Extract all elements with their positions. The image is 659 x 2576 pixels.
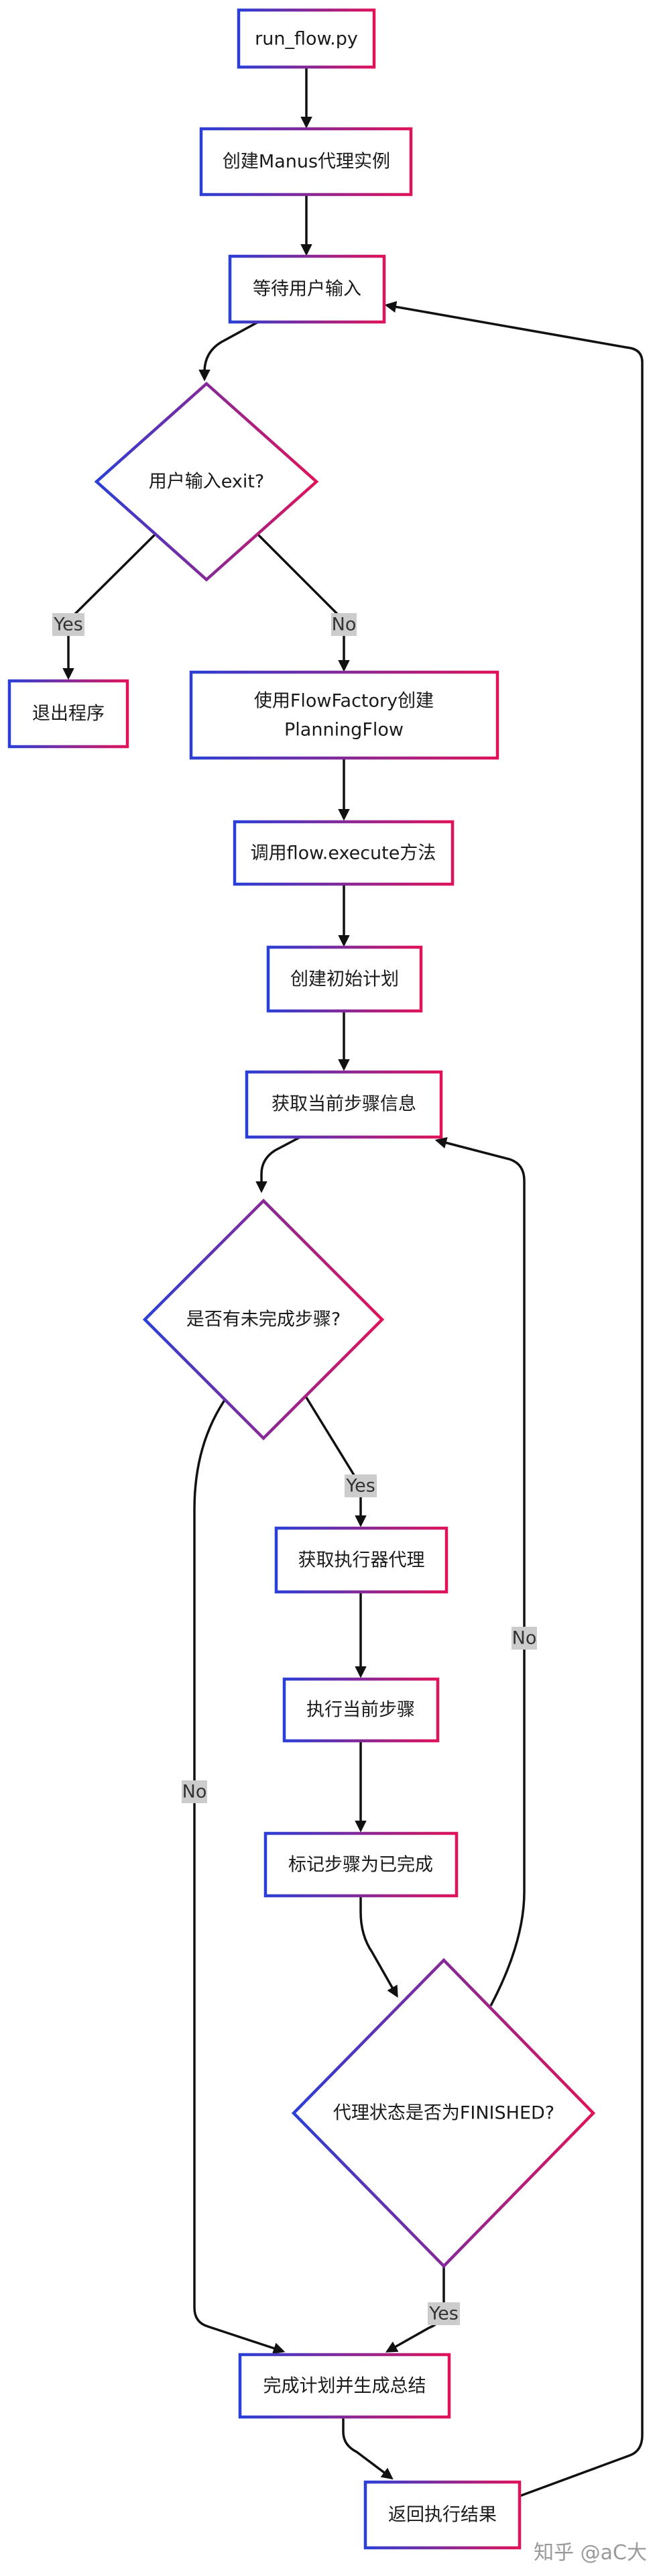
node-create-flow-label-line1: 使用FlowFactory创建 xyxy=(254,691,434,712)
edge-finished-check-to-get-step xyxy=(434,1137,526,2006)
node-create-flow-label-line2: PlanningFlow xyxy=(284,720,404,741)
edge-steps-check-to-get-executor xyxy=(304,1395,367,1527)
node-wait-input[interactable]: 等待用户输入 xyxy=(228,254,386,324)
node-get-executor-label: 获取执行器代理 xyxy=(298,1550,425,1571)
edge-label-exit-yes-text: Yes xyxy=(53,614,83,635)
edge-label-finished-no: No xyxy=(512,1627,537,1650)
edge-finish-plan-to-return-result xyxy=(342,2417,394,2480)
edge-label-steps-yes: Yes xyxy=(345,1474,377,1497)
node-run-flow[interactable]: run_flow.py xyxy=(237,8,376,69)
watermark-text: 知乎 @aC大 xyxy=(534,2541,647,2565)
edge-mark-done-to-finished-check xyxy=(359,1896,398,1998)
edge-label-exit-yes: Yes xyxy=(52,613,84,636)
node-create-flow[interactable]: 使用FlowFactory创建 PlanningFlow xyxy=(189,670,499,760)
edge-label-steps-no: No xyxy=(182,1780,207,1803)
edge-label-finished-no-text: No xyxy=(512,1628,537,1649)
node-exit-check-label: 用户输入exit? xyxy=(149,472,265,492)
edge-label-finished-yes: Yes xyxy=(428,2302,460,2325)
node-create-plan[interactable]: 创建初始计划 xyxy=(266,945,423,1013)
edge-steps-check-to-finish-plan xyxy=(193,1394,286,2354)
node-finished-check-label: 代理状态是否为FINISHED? xyxy=(333,2103,554,2124)
node-finished-check[interactable]: 代理状态是否为FINISHED? xyxy=(291,1957,596,2269)
node-create-agent[interactable]: 创建Manus代理实例 xyxy=(199,127,413,197)
node-run-flow-label: run_flow.py xyxy=(255,29,358,50)
node-return-result[interactable]: 返回执行结果 xyxy=(363,2480,522,2550)
node-finish-plan[interactable]: 完成计划并生成总结 xyxy=(238,2353,451,2419)
node-steps-check[interactable]: 是否有未完成步骤? xyxy=(142,1198,385,1441)
edge-label-exit-no-text: No xyxy=(332,614,357,635)
node-wait-input-label: 等待用户输入 xyxy=(253,279,361,300)
node-create-agent-label: 创建Manus代理实例 xyxy=(223,152,390,172)
edge-wait-input-to-exit-check xyxy=(198,321,259,382)
node-call-execute[interactable]: 调用flow.execute方法 xyxy=(233,820,455,886)
edge-label-steps-no-text: No xyxy=(182,1782,207,1803)
node-execute-step-label: 执行当前步骤 xyxy=(306,1700,415,1721)
edge-label-steps-yes-text: Yes xyxy=(345,1476,375,1497)
edge-get-step-to-steps-check xyxy=(255,1136,301,1193)
node-finish-plan-label: 完成计划并生成总结 xyxy=(263,2376,426,2397)
edge-exit-check-to-create-flow xyxy=(252,529,350,672)
node-exit-program-label: 退出程序 xyxy=(32,704,105,724)
edge-exit-check-to-exit-program xyxy=(62,529,161,680)
node-get-step-label: 获取当前步骤信息 xyxy=(272,1094,416,1115)
node-call-execute-label: 调用flow.execute方法 xyxy=(251,843,436,864)
edge-return-result-to-wait-input xyxy=(384,301,644,2498)
node-get-executor[interactable]: 获取执行器代理 xyxy=(274,1526,448,1594)
node-steps-check-label: 是否有未完成步骤? xyxy=(186,1309,341,1330)
node-mark-done-label: 标记步骤为已完成 xyxy=(288,1855,433,1876)
node-get-step[interactable]: 获取当前步骤信息 xyxy=(245,1070,443,1139)
edges xyxy=(62,67,644,2498)
node-return-result-label: 返回执行结果 xyxy=(388,2505,497,2526)
node-exit-check[interactable]: 用户输入exit? xyxy=(94,381,319,582)
node-exit-program[interactable]: 退出程序 xyxy=(7,679,129,749)
node-mark-done[interactable]: 标记步骤为已完成 xyxy=(263,1831,459,1898)
edge-label-exit-no: No xyxy=(331,613,357,636)
node-execute-step[interactable]: 执行当前步骤 xyxy=(282,1677,440,1743)
node-create-plan-label: 创建初始计划 xyxy=(290,969,399,990)
edge-label-finished-yes-text: Yes xyxy=(428,2304,459,2324)
